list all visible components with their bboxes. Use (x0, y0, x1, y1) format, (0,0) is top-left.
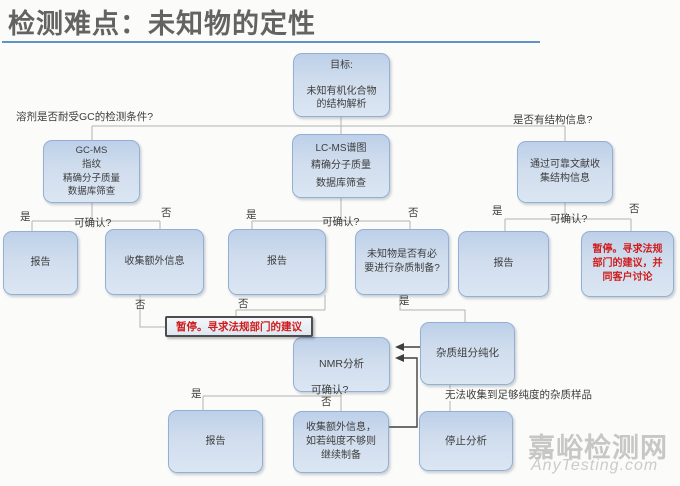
node-report-right: 报告 (458, 231, 549, 297)
label-yes-left: 是 (20, 211, 31, 223)
label-confirm-left: 可确认? (74, 217, 112, 229)
label-no-left: 否 (161, 207, 172, 219)
watermark-site-name: 嘉峪检测网 (528, 433, 668, 463)
question-solvent-gc: 溶剂是否耐受GC的检测条件? (16, 111, 154, 123)
node-goal: 目标: 未知有机化合物 的结构解析 (293, 53, 390, 117)
label-no-collect-left: 否 (135, 299, 146, 311)
node-gcms: GC-MS 指纹 精确分子质量 数据库筛查 (43, 140, 140, 203)
question-structure-info: 是否有结构信息? (513, 114, 593, 126)
label-yes-nmr: 是 (191, 388, 202, 400)
label-confirm-mid: 可确认? (322, 216, 360, 228)
node-pause-mid: 暂停。寻求法规部门的建议 (165, 316, 313, 337)
node-report-left: 报告 (3, 231, 78, 295)
label-no-mid: 否 (408, 207, 419, 219)
title-underline (2, 41, 540, 43)
label-confirm-nmr: 可确认? (311, 384, 349, 396)
label-no-report-mid: 否 (238, 298, 249, 310)
node-collect-left: 收集额外信息 (105, 229, 204, 295)
label-yes-right: 是 (492, 205, 503, 217)
node-collect-bottom: 收集额外信息， 如若纯度不够则 继续制备 (293, 411, 389, 473)
node-report-bottom: 报告 (168, 410, 263, 473)
node-purify: 杂质组分纯化 (420, 322, 515, 385)
label-yes-impurity: 是 (399, 295, 410, 307)
node-impurity-question: 未知物是否有必 要进行杂质制备? (355, 229, 449, 295)
node-literature: 通过可靠文献收 集结构信息 (517, 141, 613, 203)
watermark-site-url: AnyTesting.com (531, 457, 659, 474)
node-lcms: LC-MS谱图 精确分子质量 数据库筛查 (292, 134, 390, 198)
label-yes-mid: 是 (246, 209, 257, 221)
arrow-to-nmr-purify (395, 343, 404, 351)
label-no-nmr: 否 (321, 396, 332, 408)
label-confirm-right: 可确认? (550, 213, 588, 225)
arrow-to-nmr-loop (395, 354, 404, 362)
page-title: 检测难点：未知物的定性 (8, 9, 316, 39)
node-stop: 停止分析 (419, 411, 513, 471)
label-insufficient-purity: 无法收集到足够纯度的杂质样品 (445, 389, 592, 401)
node-report-mid: 报告 (228, 229, 326, 295)
node-nmr: NMR分析 (293, 337, 390, 392)
label-no-right: 否 (629, 203, 640, 215)
node-pause-right: 暂停。寻求法规 部门的建议，并 同客户讨论 (581, 231, 674, 297)
